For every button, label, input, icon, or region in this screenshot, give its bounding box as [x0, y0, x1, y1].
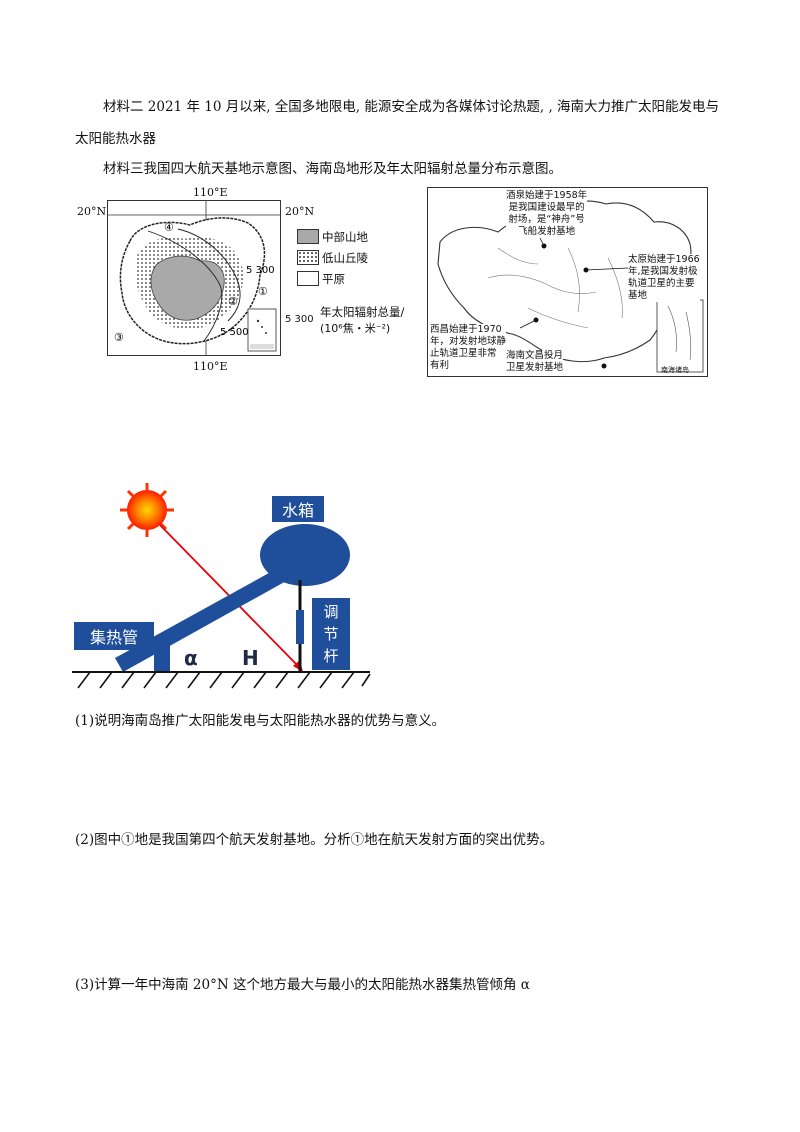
- question-3: (3)计算一年中海南 20°N 这个地方最大与最小的太阳能热水器集热管倾角 α: [75, 977, 530, 993]
- h-label: H: [242, 646, 259, 670]
- wenchang-note: 海南文昌投月 卫星发射基地: [506, 350, 564, 374]
- china-south-sea-inset: [656, 299, 704, 373]
- point-3-label: ③: [114, 331, 124, 344]
- lat-left-label: 20°N: [77, 205, 107, 218]
- heater-svg: [72, 483, 371, 689]
- alpha-label: α: [184, 646, 198, 670]
- legend-plain-label: 平原: [322, 272, 345, 286]
- legend-plain-swatch: [297, 271, 319, 286]
- collector-label: 集热管: [74, 622, 154, 650]
- legend-mountain-label: 中部山地: [322, 230, 368, 244]
- hainan-island-map: ④ ② ① ③ 5 300 5 500: [108, 201, 280, 355]
- water-tank-label: 水箱: [272, 496, 324, 522]
- question-1: (1)说明海南岛推广太阳能发电与太阳能热水器的优势与意义。: [75, 713, 446, 729]
- radiation-unit: (10⁶焦・米⁻²): [320, 322, 391, 335]
- solar-heater-diagram: 水箱 集热管 调 节 杆 α H: [60, 480, 380, 695]
- point-4-label: ④: [164, 221, 174, 234]
- regulator-label: 调 节 杆: [312, 598, 350, 670]
- collector-tube: [115, 568, 288, 672]
- material2-line2: 太阳能热水器: [75, 131, 156, 147]
- material3-text: 材料三我国四大航天基地示意图、海南岛地形及年太阳辐射总量分布示意图。: [103, 161, 562, 177]
- lat-right-label: 20°N: [285, 205, 315, 218]
- china-map-figure: 酒泉始建于1958年 是我国建设最早的 射场，是“神舟”号 飞船发射基地 太原始…: [427, 187, 708, 377]
- contour-a-label: 5 300: [246, 265, 275, 276]
- contour-b-label: 5 500: [220, 327, 249, 338]
- lon-top-label: 110°E: [193, 186, 228, 199]
- lon-bottom-label: 110°E: [193, 360, 228, 373]
- radiation-title: 年太阳辐射总量/: [320, 305, 405, 319]
- hainan-map-figure: 110°E 20°N 20°N ④ ② ① ③ 5 300 5 500: [75, 186, 415, 376]
- jiuquan-note: 酒泉始建于1958年 是我国建设最早的 射场，是“神舟”号 飞船发射基地: [506, 190, 588, 238]
- china-inset-caption: 南海诸岛: [661, 366, 689, 374]
- xichang-note: 西昌始建于1970 年，对发射地球静 止轨道卫星非常 有利: [430, 324, 507, 372]
- taiyuan-note: 太原始建于1966 年,是我国发射极 轨道卫星的主要 基地: [628, 254, 700, 302]
- point-1-label: ①: [258, 285, 268, 298]
- legend-mountain-swatch: [297, 229, 319, 244]
- question-2: (2)图中①地是我国第四个航天发射基地。分析①地在航天发射方面的突出优势。: [75, 832, 554, 848]
- material2-line1: 材料二 2021 年 10 月以来, 全国多地限电, 能源安全成为各媒体讨论热题…: [103, 99, 720, 115]
- radiation-value-label: 5 300: [285, 314, 314, 325]
- sun-icon: [120, 483, 174, 537]
- hainan-map-frame: ④ ② ① ③ 5 300 5 500: [107, 200, 281, 356]
- point-2-label: ②: [228, 295, 238, 308]
- legend-hills-label: 低山丘陵: [322, 251, 368, 265]
- legend-hills-swatch: [297, 250, 319, 265]
